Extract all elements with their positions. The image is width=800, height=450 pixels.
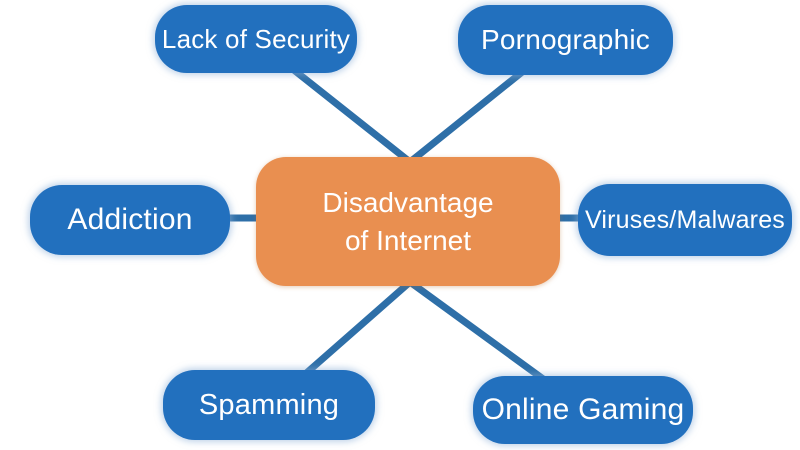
node-pornographic-label: Pornographic bbox=[481, 24, 650, 55]
node-online-gaming: Online Gaming bbox=[473, 376, 693, 444]
node-pornographic: Pornographic bbox=[458, 5, 673, 75]
node-online-gaming-label: Online Gaming bbox=[481, 393, 685, 426]
node-addiction: Addiction bbox=[30, 185, 230, 255]
center-node-label-line2: of Internet bbox=[344, 224, 472, 256]
node-spamming-label: Spamming bbox=[198, 388, 340, 421]
node-lack-of-security: Lack of Security bbox=[155, 5, 357, 73]
node-lack-of-security-label: Lack of Security bbox=[161, 23, 351, 54]
center-node-label-line1: Disadvantage bbox=[322, 186, 494, 218]
node-spamming: Spamming bbox=[163, 370, 375, 440]
node-addiction-label: Addiction bbox=[67, 203, 193, 236]
center-node-disadvantage-of-internet: Disadvantage of Internet bbox=[256, 157, 560, 286]
node-viruses-malwares-label: Viruses/Malwares bbox=[584, 205, 786, 234]
node-viruses-malwares: Viruses/Malwares bbox=[578, 184, 792, 256]
